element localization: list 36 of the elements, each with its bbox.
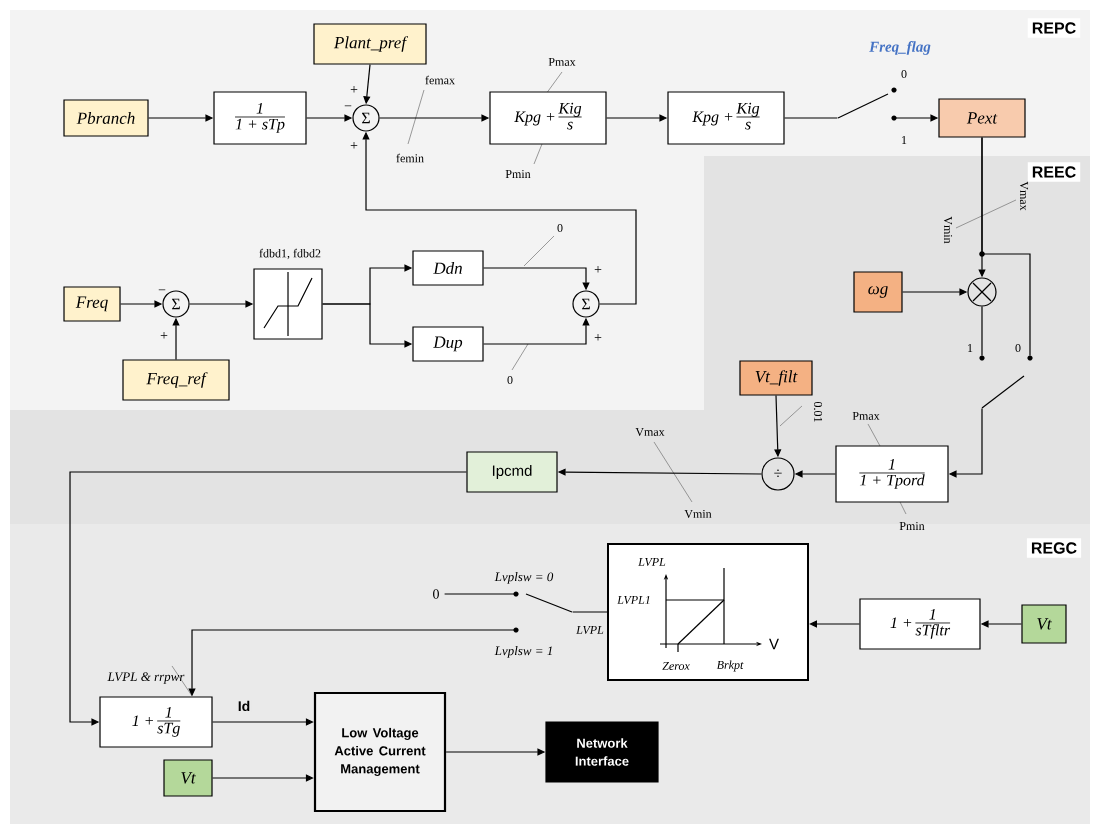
summing-junction: Σ: [162, 290, 190, 318]
signal-box: Vt_filt: [739, 360, 813, 396]
signal-box: Freq_ref: [122, 359, 230, 401]
region-label: REPC: [1027, 18, 1081, 38]
switch: [837, 87, 897, 121]
switch: [513, 591, 573, 633]
signal-box: Plant_pref: [313, 23, 427, 65]
transfer-block: 1 + 1 sTfltr: [859, 598, 981, 650]
signal-box: Ddn: [412, 250, 484, 286]
signal-box: ωg: [853, 271, 903, 313]
connector: [981, 305, 983, 356]
connector: [981, 137, 1031, 356]
deadband-block: [253, 268, 323, 340]
transfer-block: 1 1 + Tpord: [835, 445, 949, 503]
signal-box: Pbranch: [63, 99, 149, 137]
connector: [69, 471, 467, 726]
multiplier-junction: [967, 277, 997, 307]
signal-box: Freq: [63, 286, 121, 322]
transfer-block: 1 + 1 sTg: [99, 696, 213, 748]
summing-junction: Σ: [572, 290, 600, 318]
connector: [784, 117, 838, 119]
signal-box: Dup: [412, 326, 484, 362]
transfer-block: Kpg + Kig s: [667, 91, 785, 145]
region-label: REEC: [1027, 162, 1081, 182]
connector: [809, 620, 860, 628]
summing-junction: ÷: [761, 457, 795, 491]
signal-box: Vt: [163, 759, 213, 797]
switch: [979, 355, 1033, 409]
connector: [572, 611, 608, 613]
transfer-block: 1 1 + sTp: [213, 91, 307, 145]
signal-box: Pext: [938, 98, 1026, 138]
signal-box: Vt: [1021, 604, 1067, 644]
summing-junction: Σ: [352, 104, 380, 132]
connector: [444, 593, 516, 595]
transfer-block: Kpg + Kig s: [489, 91, 607, 145]
region-label: REGC: [1026, 538, 1082, 558]
